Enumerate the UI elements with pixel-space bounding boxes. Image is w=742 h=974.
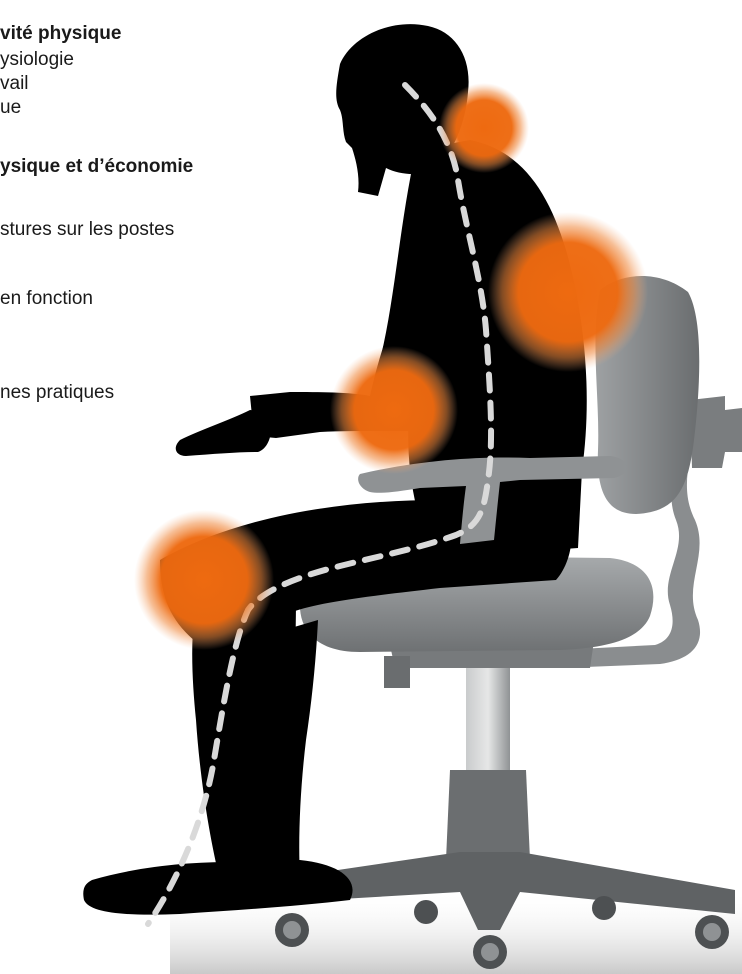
text-line-travail: vail bbox=[0, 72, 29, 95]
knee-pain-spot bbox=[134, 510, 274, 650]
elbow-pain-spot bbox=[330, 346, 458, 474]
text-line-en-fonction: en fonction bbox=[0, 287, 93, 310]
text-line-physiologie: ysiologie bbox=[0, 48, 74, 71]
neck-pain-spot bbox=[439, 83, 529, 173]
upper-back-pain-spot bbox=[488, 212, 648, 372]
text-line-postures: stures sur les postes bbox=[0, 218, 174, 241]
text-line-bonnes-pratiques: nes pratiques bbox=[0, 381, 114, 404]
chair-adjuster-knob bbox=[690, 396, 742, 468]
chair-gas-lift bbox=[466, 665, 510, 775]
text-line-ue: ue bbox=[0, 96, 21, 119]
chair-post-housing bbox=[446, 770, 530, 860]
text-line-economie: ysique et d’économie bbox=[0, 155, 193, 178]
text-line-activite-physique: vité physique bbox=[0, 22, 121, 45]
